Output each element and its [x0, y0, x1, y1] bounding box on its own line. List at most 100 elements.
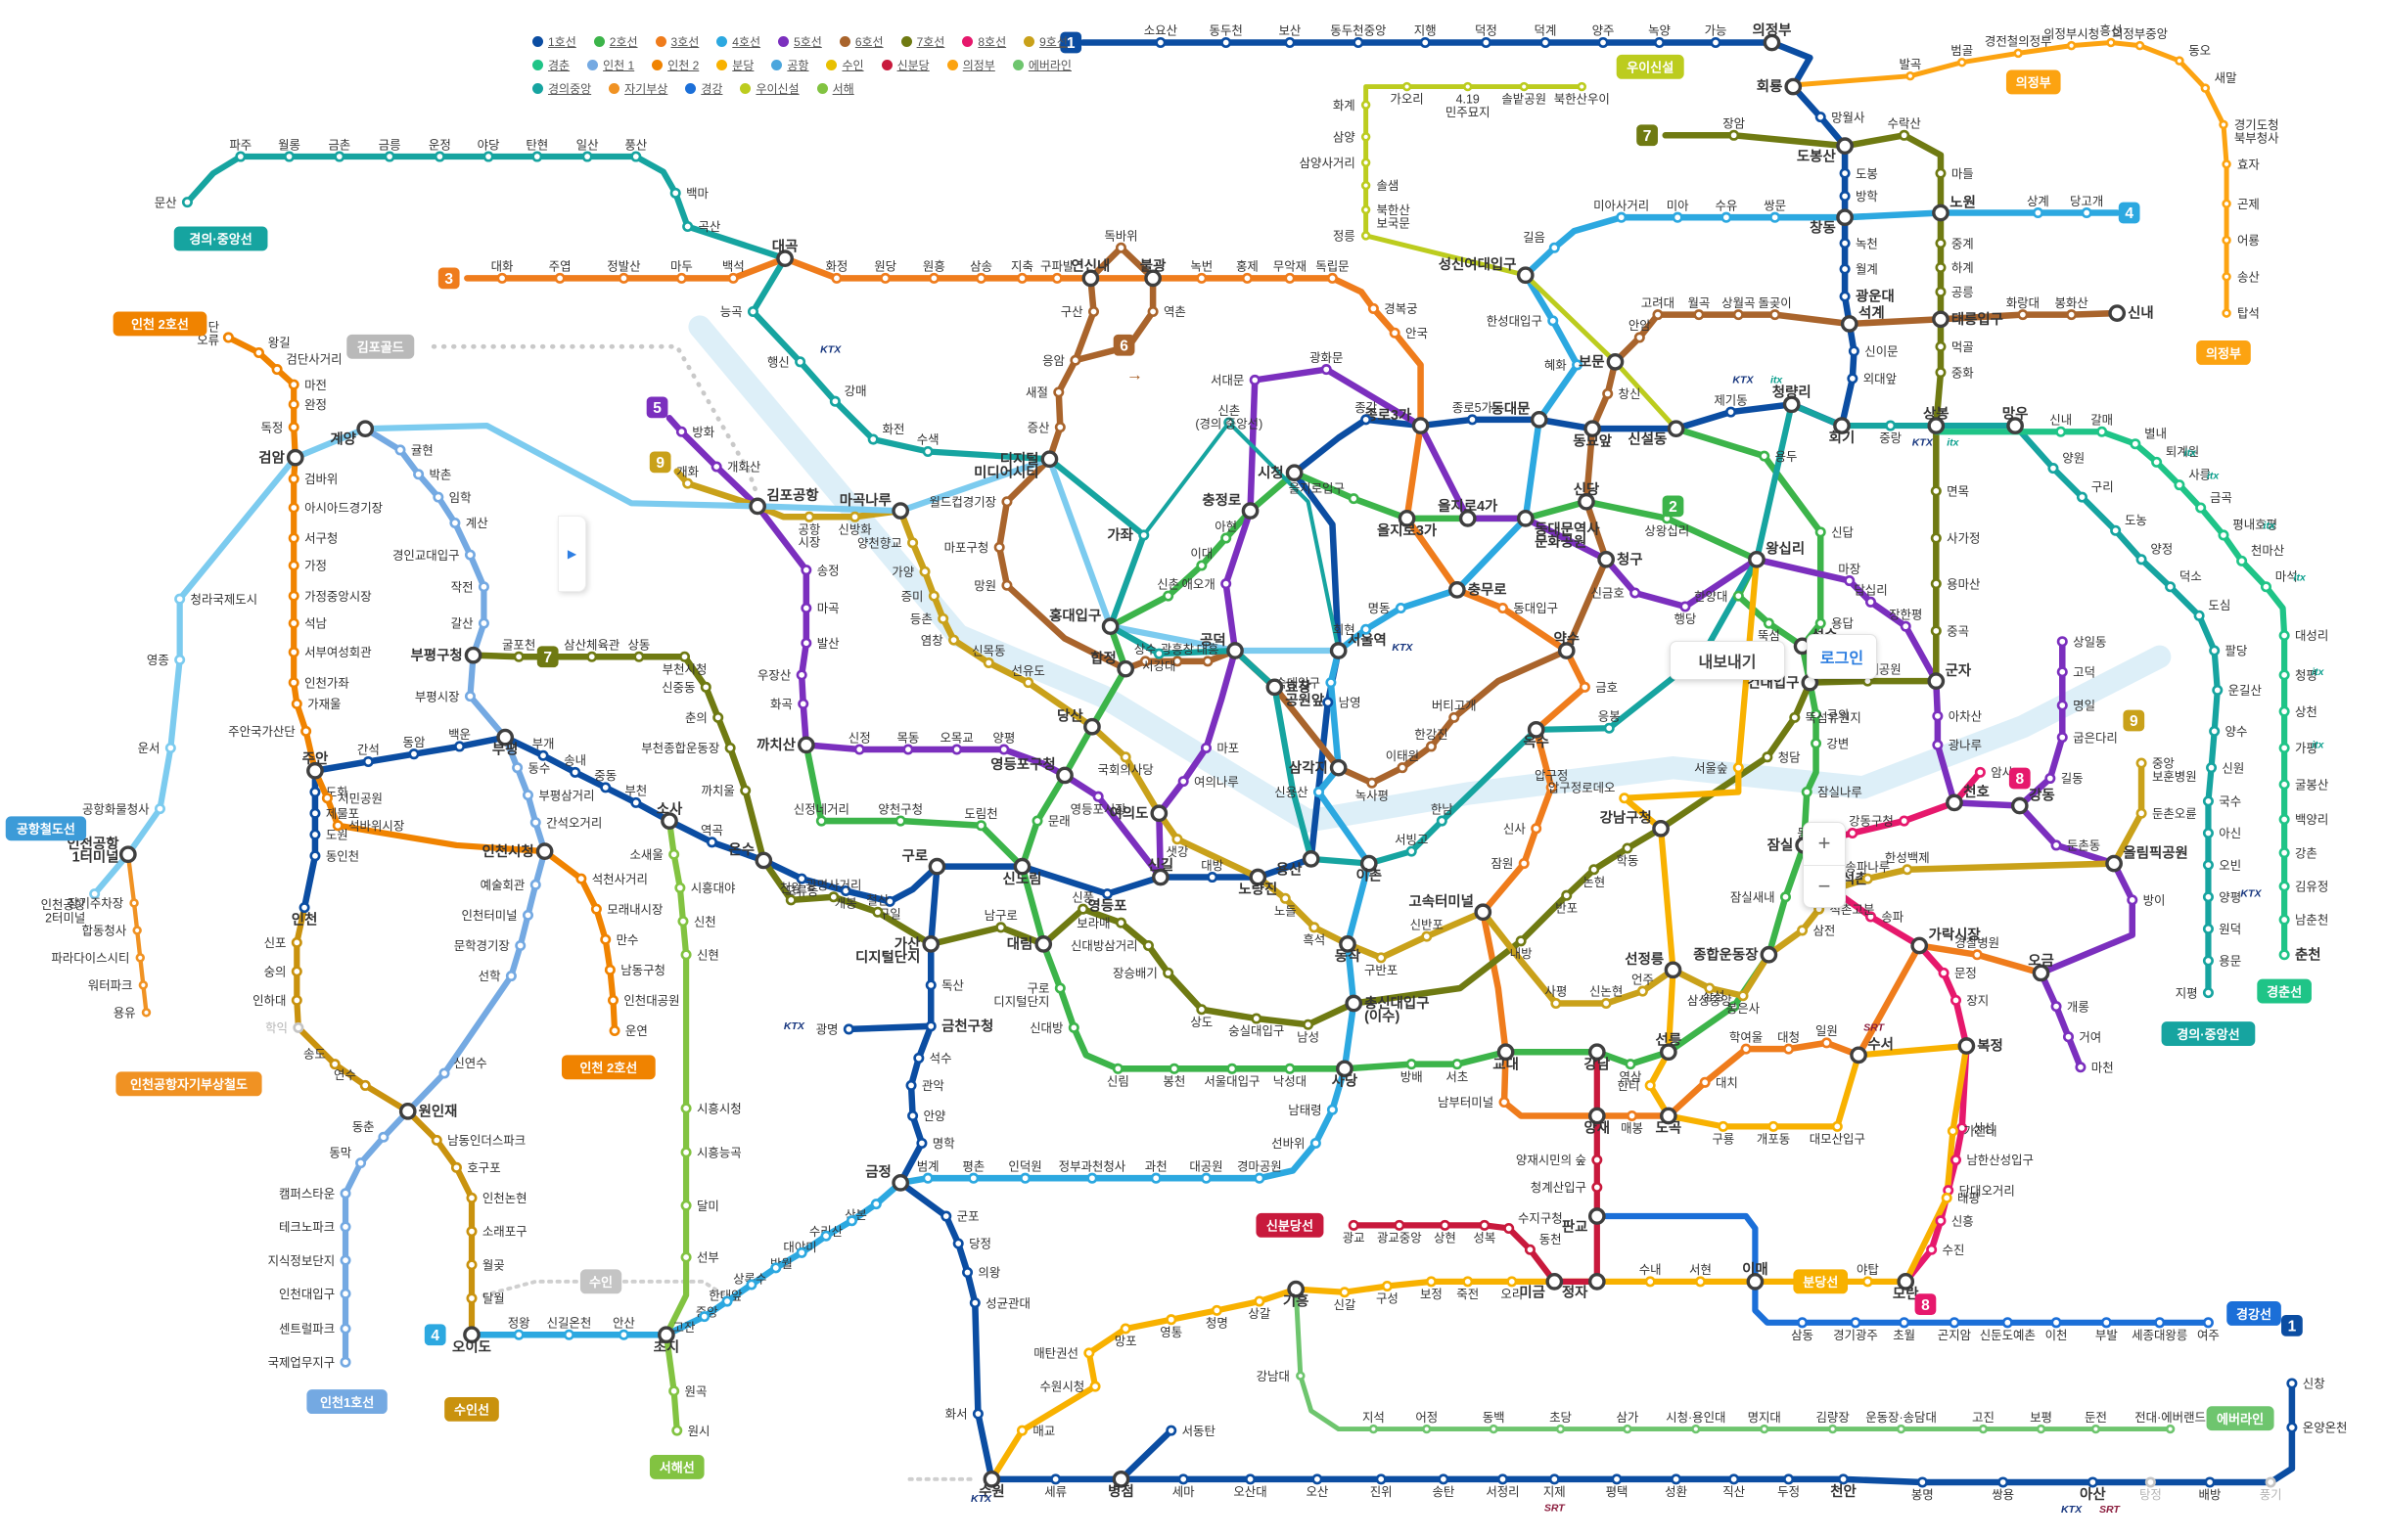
- export-button[interactable]: 내보내기: [1670, 641, 1785, 680]
- station-신방화[interactable]: 신방화: [838, 511, 872, 536]
- station-옥수[interactable]: 옥수: [1523, 720, 1549, 750]
- station-명일[interactable]: 명일: [2056, 700, 2095, 713]
- station-안산[interactable]: 안산: [613, 1316, 635, 1340]
- station-방배[interactable]: 방배: [1400, 1059, 1423, 1084]
- station-솔샘[interactable]: 솔샘: [1360, 179, 1399, 193]
- station-시청·용인대[interactable]: 시청·용인대: [1666, 1411, 1725, 1434]
- station-고진[interactable]: 고진: [1972, 1411, 1995, 1434]
- station-아신[interactable]: 아신: [2202, 827, 2241, 840]
- station-신현[interactable]: 신현: [680, 948, 719, 962]
- station-구파발[interactable]: 구파발: [1040, 260, 1074, 284]
- station-동오[interactable]: 동오: [2175, 44, 2211, 66]
- station-병점[interactable]: 병점: [1108, 1470, 1134, 1500]
- station-양수[interactable]: 양수: [2209, 725, 2247, 739]
- station-홍대입구[interactable]: 홍대입구: [1049, 607, 1120, 636]
- station-야탑[interactable]: 야탑: [1857, 1263, 1879, 1288]
- station-시청[interactable]: 시청: [1258, 464, 1304, 482]
- station-신대방삼거리[interactable]: 신대방삼거리: [1071, 939, 1154, 953]
- station-선학[interactable]: 선학: [479, 970, 517, 983]
- station-신연수[interactable]: 신연수: [438, 1057, 487, 1079]
- station-행당[interactable]: 행당: [1674, 601, 1697, 626]
- legend-item-우이신설[interactable]: 우이신설: [740, 80, 800, 97]
- station-완정[interactable]: 완정: [288, 398, 327, 412]
- station-월곡[interactable]: 월곡: [1687, 296, 1710, 321]
- station-초지[interactable]: 초지: [654, 1326, 680, 1355]
- station-한성대입구[interactable]: 한성대입구: [1487, 315, 1559, 329]
- station-동막[interactable]: 동막: [329, 1146, 367, 1169]
- legend-item-9호선[interactable]: 9호선: [1024, 33, 1068, 50]
- station-운동장·송담대[interactable]: 운동장·송담대: [1865, 1411, 1937, 1434]
- station-계양[interactable]: 계양: [330, 420, 375, 448]
- station-방화[interactable]: 방화: [675, 426, 715, 439]
- station-독바위[interactable]: 독바위: [1104, 230, 1138, 253]
- station-목동[interactable]: 목동: [897, 731, 920, 755]
- station-일원[interactable]: 일원: [1815, 1024, 1838, 1049]
- station-마곡[interactable]: 마곡: [801, 602, 840, 615]
- station-워터파크[interactable]: 워터파크: [88, 979, 149, 993]
- station-서강대[interactable]: 서강대: [1142, 648, 1175, 673]
- station-응암[interactable]: 응암: [1042, 354, 1081, 368]
- station-금릉[interactable]: 금릉: [379, 138, 401, 162]
- station-동대문[interactable]: 동대문: [1491, 401, 1548, 429]
- station-서부여성회관[interactable]: 서부여성회관: [288, 646, 372, 659]
- station-사당[interactable]: 사당: [1332, 1060, 1358, 1089]
- station-인하대[interactable]: 인하대: [252, 994, 302, 1008]
- station-발곡[interactable]: 발곡: [1899, 58, 1921, 81]
- station-오리[interactable]: 오리: [1500, 1276, 1523, 1301]
- station-풍기[interactable]: 풍기: [2260, 1476, 2282, 1502]
- station-내방[interactable]: 내방: [1510, 935, 1533, 961]
- station-명동[interactable]: 명동: [1368, 602, 1406, 615]
- station-마포구청[interactable]: 마포구청: [944, 541, 1005, 555]
- legend-item-의정부[interactable]: 의정부: [946, 57, 995, 73]
- station-청계산입구[interactable]: 청계산입구: [1531, 1181, 1603, 1195]
- station-사가정[interactable]: 사가정: [1930, 532, 1980, 546]
- station-금곡[interactable]: 금곡: [2195, 491, 2232, 514]
- station-염창[interactable]: 염창: [921, 634, 960, 648]
- station-남성[interactable]: 남성: [1297, 1019, 1319, 1044]
- station-망우[interactable]: 망우: [2002, 404, 2029, 434]
- station-제기동[interactable]: 제기동: [1714, 393, 1748, 418]
- station-미금[interactable]: 미금: [1519, 1272, 1564, 1301]
- station-신내[interactable]: 신내: [2049, 414, 2072, 437]
- station-운정[interactable]: 운정: [429, 138, 451, 162]
- station-대곡[interactable]: 대곡: [772, 238, 799, 268]
- station-망포[interactable]: 망포: [1115, 1323, 1137, 1348]
- station-청구[interactable]: 청구: [1597, 550, 1643, 568]
- station-증미[interactable]: 증미: [901, 590, 940, 604]
- station-광명[interactable]: 광명: [816, 1023, 854, 1037]
- station-경찰병원[interactable]: 경찰병원: [1954, 936, 1999, 961]
- station-모란[interactable]: 모란: [1893, 1272, 1919, 1302]
- station-서초[interactable]: 서초: [1445, 1059, 1468, 1084]
- station-금정[interactable]: 금정: [865, 1163, 910, 1192]
- station-영등포[interactable]: 영등포: [1088, 888, 1127, 915]
- station-흑석[interactable]: 흑석: [1303, 922, 1325, 947]
- station-신대방[interactable]: 신대방: [1030, 1021, 1079, 1035]
- station-광명사거리[interactable]: 광명사거리: [805, 879, 861, 903]
- station-동천[interactable]: 동천: [1524, 1232, 1562, 1255]
- station-종로3가[interactable]: 종로3가: [1364, 407, 1430, 434]
- station-삼성중앙[interactable]: 삼성중앙: [1687, 982, 1732, 1008]
- station-소새울[interactable]: 소새울: [629, 848, 680, 862]
- station-학여울[interactable]: 학여울: [1729, 1030, 1763, 1055]
- station-달미[interactable]: 달미: [680, 1200, 719, 1213]
- station-선정릉[interactable]: 선정릉: [1625, 950, 1682, 979]
- station-여의도[interactable]: 여의도: [1110, 804, 1169, 823]
- station-송파[interactable]: 송파: [1864, 911, 1904, 925]
- station-남동구청[interactable]: 남동구청: [604, 964, 665, 977]
- station-인천가좌[interactable]: 인천가좌: [288, 675, 349, 690]
- station-지식정보단지[interactable]: 지식정보단지: [268, 1254, 351, 1268]
- station-독산[interactable]: 독산: [925, 979, 964, 993]
- station-탄현[interactable]: 탄현: [526, 138, 548, 162]
- station-시흥대야[interactable]: 시흥대야: [674, 882, 736, 895]
- station-신흥[interactable]: 신흥: [1935, 1214, 1974, 1228]
- station-부평[interactable]: 부평: [492, 728, 519, 758]
- station-금촌[interactable]: 금촌: [328, 138, 350, 162]
- station-산성[interactable]: 산성: [1956, 1122, 1995, 1136]
- station-천마산[interactable]: 천마산: [2236, 543, 2284, 566]
- station-학익[interactable]: 학익: [265, 1021, 304, 1035]
- station-구로[interactable]: 구로: [902, 847, 946, 876]
- station-서빙고[interactable]: 서빙고: [1395, 833, 1428, 857]
- station-홍제[interactable]: 홍제: [1236, 260, 1259, 284]
- station-선릉[interactable]: 선릉: [1656, 1031, 1682, 1062]
